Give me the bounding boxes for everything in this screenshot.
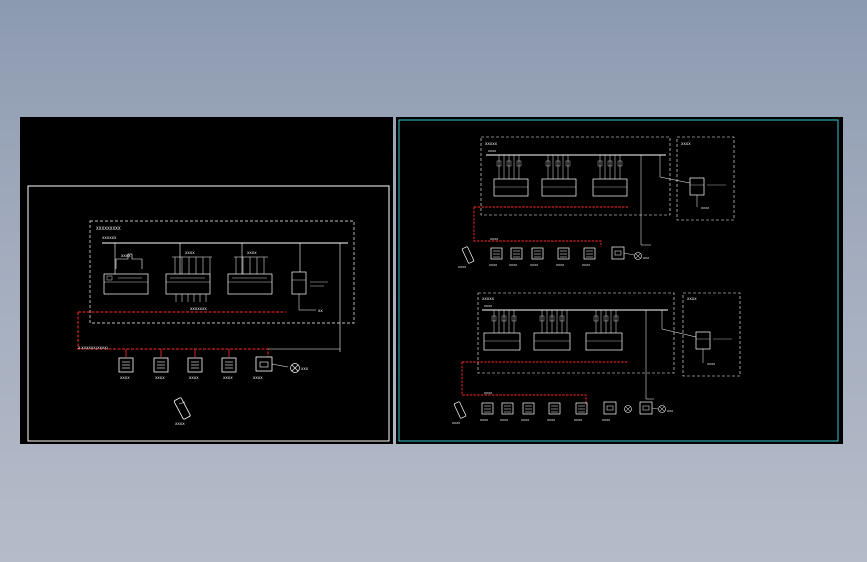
lower-red-bus-label: XXXX [484, 391, 492, 395]
left-keypad-3[interactable]: XXXX [187, 357, 203, 380]
lower-lamp-icon-1 [624, 405, 632, 413]
lower-side-title: XXXX [687, 297, 697, 301]
upper-keypad-1[interactable]: XXXX [489, 247, 503, 267]
lower-keypad-label-2: XXXX [500, 418, 508, 422]
lower-panel-enclosure [477, 292, 675, 374]
upper-keypad-4[interactable]: XXXX [556, 247, 570, 267]
left-gateway-device[interactable]: XXXX [253, 356, 273, 380]
left-lamp-icon: XXX [271, 363, 309, 373]
left-module-label-3: XXXX [247, 251, 257, 255]
upper-side-caption: XXXX [701, 206, 709, 210]
left-panel-title: XXXXXXXXX [96, 226, 121, 231]
left-keypad-label-4: XXXX [223, 376, 233, 380]
left-panel-caption: XXXXXXX [190, 307, 207, 311]
upper-keypad-label-2: XXXX [509, 263, 517, 267]
left-keypad-2[interactable]: XXXX [153, 357, 169, 380]
lower-keypad-label-6: XXXX [602, 418, 610, 422]
left-keypad-1[interactable]: XXXX [118, 357, 134, 380]
upper-side-title: XXXX [681, 142, 691, 146]
left-keypad-label-2: XXXX [155, 376, 165, 380]
left-keypad-4[interactable]: XXXX [221, 357, 237, 380]
left-dimmer-module-1: XXXX [103, 253, 149, 295]
lower-module-1 [483, 332, 521, 351]
left-red-bus [77, 312, 269, 357]
upper-keypad-2[interactable]: XXXX [509, 247, 523, 267]
lower-bus-label: XXXX [484, 304, 492, 308]
left-bottom-bus-label: X-XXXXXX(XXXX) [78, 346, 109, 350]
upper-panel-enclosure [480, 136, 671, 216]
lower-side-caption: XXXX [707, 362, 715, 366]
lower-panel-title: XXXXX [482, 297, 495, 301]
lower-remote-icon[interactable]: XXXX [452, 401, 467, 425]
left-drawing-frame [27, 185, 390, 442]
left-module-label-1: XXXX [121, 254, 131, 258]
left-drawing-sheet: XXXXXXXXX XXXXXX XXXX XXXX [20, 117, 393, 444]
left-wiring-diagram: XXXXXXXXX XXXXXX XXXX XXXX [27, 185, 390, 442]
upper-module-2 [541, 178, 577, 197]
upper-diagram: XXXXX XXXX XXXX [458, 136, 735, 269]
upper-lamp-label: XXX [643, 256, 649, 260]
right-drawing-sheet: XXXXX XXXX XXXX [396, 117, 843, 444]
upper-keypad-label-5: XXXX [582, 263, 590, 267]
left-keypad-label-3: XXXX [189, 376, 199, 380]
lower-keypad-4[interactable]: XXXX [547, 402, 561, 422]
upper-module-1 [493, 178, 529, 197]
lower-module-3 [585, 332, 623, 351]
lower-lamp-icon-2: XXX [651, 405, 673, 413]
right-drawing-frame [398, 119, 839, 442]
lower-keypad-label-4: XXXX [547, 418, 555, 422]
upper-keypad-label-4: XXXX [556, 263, 564, 267]
upper-keypad-label-1: XXXX [489, 263, 497, 267]
upper-lamp-icon: XXX [623, 252, 649, 260]
lower-keypad-1[interactable]: XXXX [480, 402, 494, 422]
left-module-label-2: XXXX [185, 251, 195, 255]
lower-keypad-label-1: XXXX [480, 418, 488, 422]
lower-lamp-label: XXX [667, 409, 673, 413]
left-power-supply: XX [291, 271, 328, 313]
left-remote-label: XXXX [175, 422, 185, 426]
left-gateway-label: XXXX [253, 376, 263, 380]
left-lamp-label: XXX [301, 367, 309, 371]
lower-keypad-label-5: XXXX [574, 418, 582, 422]
left-relay-module-3: XXXX [227, 251, 273, 295]
lower-remote-label: XXXX [452, 421, 460, 425]
upper-module-3 [592, 178, 628, 197]
left-relay-module-2: XXXX [165, 251, 212, 302]
upper-red-bus-label: XXXX [490, 237, 498, 241]
upper-panel-title: XXXXX [485, 142, 498, 146]
upper-keypad-5[interactable]: XXXX [582, 247, 596, 267]
lower-keypad-2[interactable]: XXXX [500, 402, 514, 422]
lower-keypad-3[interactable]: XXXX [521, 402, 535, 422]
right-wiring-diagram: XXXXX XXXX XXXX [398, 119, 839, 442]
upper-remote-icon[interactable]: XXXX [458, 246, 475, 269]
upper-keypad-3[interactable]: XXXX [530, 247, 544, 267]
left-bus-label: XXXXXX [102, 236, 117, 240]
left-keypad-label-1: XXXX [120, 376, 130, 380]
lower-keypad-5[interactable]: XXXX [574, 402, 588, 422]
lower-gateway-device-1[interactable]: XXXX [602, 401, 617, 422]
lower-gateway-device-2[interactable] [639, 401, 653, 415]
left-note: XX [318, 309, 323, 313]
lower-keypad-label-3: XXXX [521, 418, 529, 422]
left-panel-enclosure [89, 220, 355, 324]
lower-side-module [695, 331, 711, 350]
upper-gateway-device[interactable] [611, 246, 625, 260]
upper-bus-label: XXXX [488, 149, 496, 153]
lower-module-2 [533, 332, 571, 351]
upper-side-module [689, 177, 705, 196]
upper-keypad-label-3: XXXX [530, 263, 538, 267]
left-remote-control-icon[interactable]: XXXX [173, 397, 191, 426]
upper-remote-label: XXXX [458, 265, 466, 269]
lower-diagram: XXXXX XXXX XXXX [452, 292, 741, 425]
